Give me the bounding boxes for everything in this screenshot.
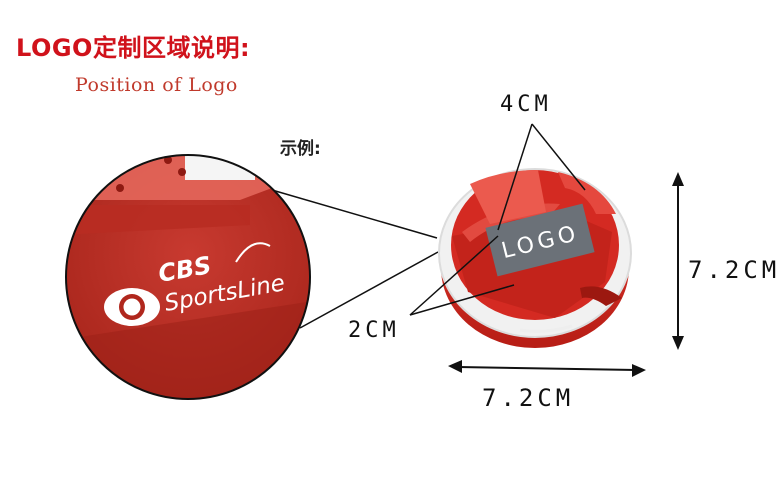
- zoom-connector-lines: [271, 189, 439, 329]
- cbs-eye-logo-icon: [104, 288, 160, 326]
- logo-height-label: 2CM: [348, 318, 400, 343]
- product-height-label: 7.2CM: [688, 256, 781, 284]
- logo-plate: LOGO: [485, 203, 595, 277]
- dimension-4cm-pointer: [497, 123, 586, 231]
- dimension-2cm-pointer: [409, 235, 515, 316]
- product-width-label: 7.2CM: [482, 384, 575, 412]
- page-title: LOGO定制区域说明:: [16, 34, 251, 62]
- page-subtitle: Position of Logo: [75, 74, 238, 96]
- zoom-circle: CBS SportsLine: [65, 154, 311, 400]
- width-dimension-arrow: [448, 360, 646, 377]
- example-label: 示例:: [280, 139, 321, 159]
- logo-width-label: 4CM: [500, 92, 552, 117]
- height-dimension-arrow: [672, 172, 684, 350]
